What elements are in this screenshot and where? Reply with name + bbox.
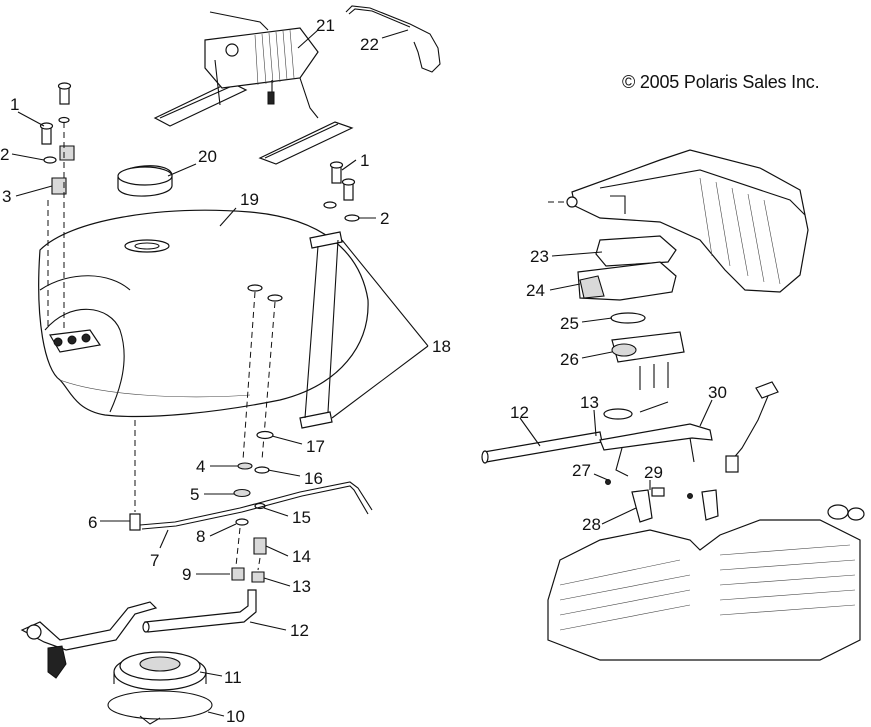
callout-6: 6 xyxy=(88,513,97,532)
callout-19: 19 xyxy=(240,190,259,209)
leader-lines xyxy=(11,29,713,717)
fuel-injectors xyxy=(605,479,719,523)
callout-16: 16 xyxy=(304,469,323,488)
crossover-fuel-line xyxy=(129,420,373,531)
callout-15: 15 xyxy=(292,508,311,527)
callout-5: 5 xyxy=(190,485,199,504)
callout-4: 4 xyxy=(196,457,205,476)
callout-13-right: 13 xyxy=(580,393,599,412)
engine-cylinders xyxy=(547,504,865,661)
callout-1-right: 1 xyxy=(360,151,369,170)
fuel-pump-assembly xyxy=(153,11,354,165)
callout-7: 7 xyxy=(150,551,159,570)
retaining-ring xyxy=(107,690,213,725)
airbox-assembly xyxy=(548,149,809,293)
callout-26: 26 xyxy=(560,350,579,369)
callout-14: 14 xyxy=(292,547,311,566)
callout-22: 22 xyxy=(360,35,379,54)
callout-2-left: 2 xyxy=(0,145,9,164)
fuel-rail-hoses xyxy=(481,381,779,477)
callout-10: 10 xyxy=(226,707,245,726)
callout-17: 17 xyxy=(306,437,325,456)
callout-12-right: 12 xyxy=(510,403,529,422)
callout-9: 9 xyxy=(182,565,191,584)
callout-2-right: 2 xyxy=(380,209,389,228)
fuel-outlet-hardware xyxy=(231,284,283,583)
copyright-notice: © 2005 Polaris Sales Inc. xyxy=(622,72,820,92)
callout-13-left: 13 xyxy=(292,577,311,596)
callout-20: 20 xyxy=(198,147,217,166)
callout-12-left: 12 xyxy=(290,621,309,640)
tank-mount-bracket xyxy=(299,231,343,429)
callout-30: 30 xyxy=(708,383,727,402)
callout-29: 29 xyxy=(644,463,663,482)
callout-28: 28 xyxy=(582,515,601,534)
callout-8: 8 xyxy=(196,527,205,546)
callout-25: 25 xyxy=(560,314,579,333)
throttle-body xyxy=(577,235,685,420)
left-fasteners xyxy=(39,82,75,330)
right-fasteners xyxy=(323,161,360,222)
fuel-valve-lever xyxy=(20,601,158,679)
callout-18: 18 xyxy=(432,337,451,356)
fuel-tank xyxy=(38,209,369,418)
fuel-hose-12-left xyxy=(142,589,257,633)
fuel-cap xyxy=(117,165,173,197)
callout-23: 23 xyxy=(530,247,549,266)
callout-24: 24 xyxy=(526,281,545,300)
callout-27: 27 xyxy=(572,461,591,480)
callout-1-left: 1 xyxy=(10,95,19,114)
pump-mount-plate xyxy=(113,651,207,691)
fuel-line-22 xyxy=(345,5,441,73)
callout-11: 11 xyxy=(224,668,242,687)
callout-21: 21 xyxy=(316,16,335,35)
callout-3: 3 xyxy=(2,187,11,206)
